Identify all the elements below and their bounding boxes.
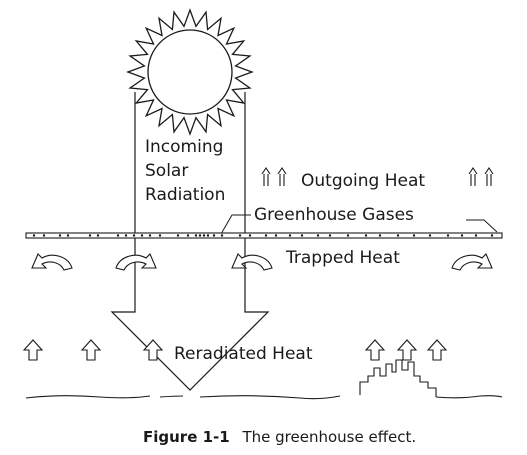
- reradiated-heat-label: Reradiated Heat: [174, 344, 313, 364]
- greenhouse-gas-layer: [25, 232, 503, 239]
- curved-return-arrow-icon: [231, 253, 273, 271]
- sun-icon: [126, 8, 254, 136]
- sun-disc: [147, 29, 233, 115]
- gas-particles: [32, 234, 494, 237]
- figure-caption: Figure 1-1 The greenhouse effect.: [143, 428, 416, 446]
- up-arrow-outline-icon: [396, 339, 418, 361]
- greenhouse-gases-pointer: [220, 214, 251, 235]
- incoming-label-line1: Incoming: [145, 137, 223, 157]
- figure-number: Figure 1-1: [143, 428, 230, 446]
- ground-line: [25, 395, 503, 400]
- curved-return-arrow-icon: [115, 253, 157, 271]
- incoming-label-line2: Solar: [145, 161, 188, 181]
- outgoing-heat-label: Outgoing Heat: [301, 171, 425, 191]
- curved-return-arrow-icon: [451, 253, 493, 271]
- curved-return-arrow-icon: [31, 253, 73, 271]
- greenhouse-gases-pointer-right: [466, 219, 498, 233]
- city-skyline-icon: [359, 359, 437, 397]
- up-arrow-outline-icon: [426, 339, 448, 361]
- double-arrow-up-icon: [261, 167, 287, 186]
- figure-caption-text: The greenhouse effect.: [241, 428, 416, 446]
- incoming-radiation-arrow: [110, 92, 270, 391]
- up-arrow-outline-icon: [142, 339, 164, 361]
- greenhouse-gases-label: Greenhouse Gases: [254, 205, 414, 225]
- up-arrow-outline-icon: [80, 339, 102, 361]
- double-arrow-up-icon: [468, 167, 494, 186]
- up-arrow-outline-icon: [364, 339, 386, 361]
- trapped-heat-label: Trapped Heat: [285, 248, 400, 268]
- incoming-label-line3: Radiation: [145, 185, 225, 205]
- up-arrow-outline-icon: [22, 339, 44, 361]
